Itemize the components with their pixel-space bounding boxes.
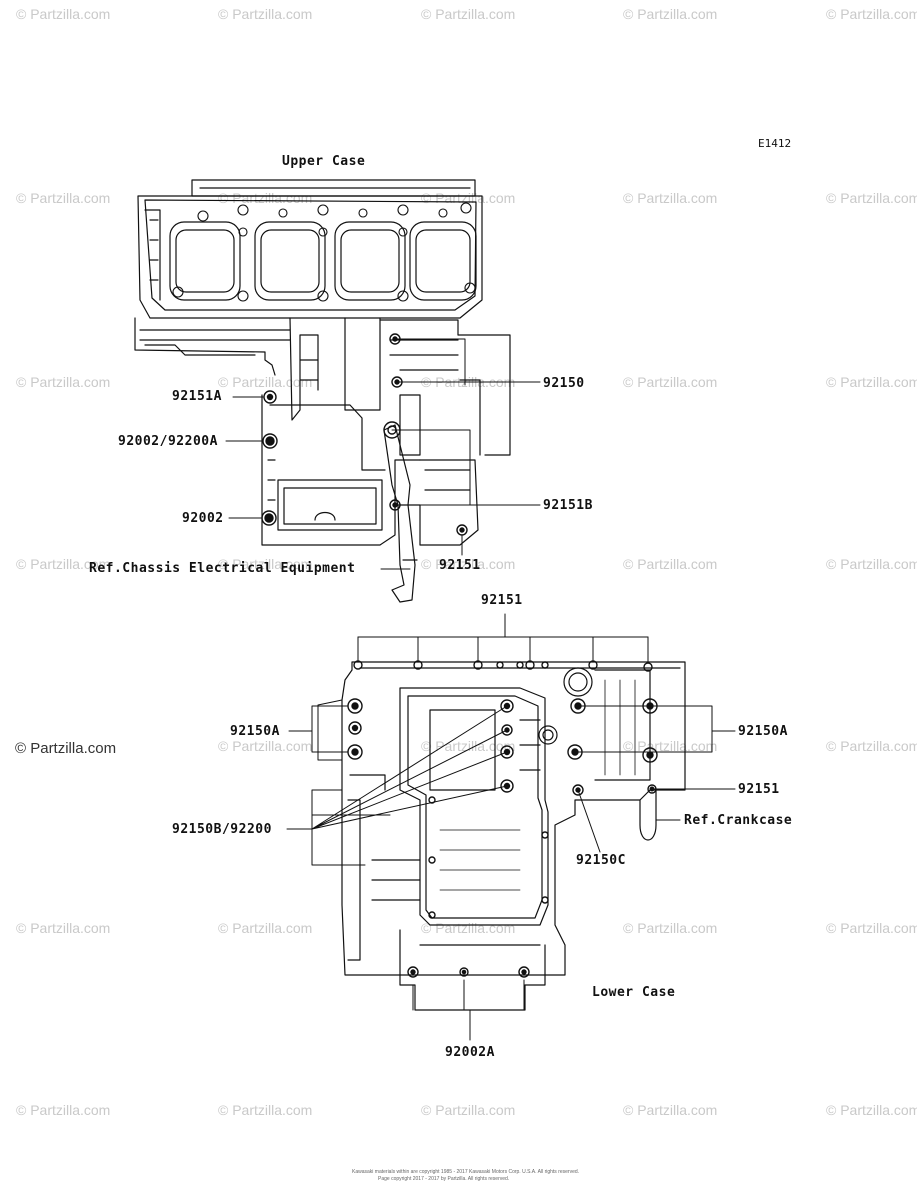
watermark-main: © Partzilla.com xyxy=(15,740,117,757)
callout-92150c[interactable]: 92150C xyxy=(576,853,626,868)
upper-case-drawing xyxy=(134,179,541,603)
watermark-text: © Partzilla.com xyxy=(421,738,516,754)
watermark-text: © Partzilla.com xyxy=(421,556,516,572)
watermark-text: © Partzilla.com xyxy=(826,374,917,390)
watermark-text: © Partzilla.com xyxy=(826,1102,917,1118)
watermark-text: © Partzilla.com xyxy=(421,920,516,936)
watermark-text: © Partzilla.com xyxy=(218,738,313,754)
lower-case-drawing xyxy=(286,613,736,1041)
watermark-text: © Partzilla.com xyxy=(623,738,718,754)
watermark-text: © Partzilla.com xyxy=(623,1102,718,1118)
callout-92151[interactable]: 92151 xyxy=(439,558,481,573)
callout-92150a-left[interactable]: 92150A xyxy=(230,724,280,739)
watermark-text: © Partzilla.com xyxy=(218,374,313,390)
watermark-text: © Partzilla.com xyxy=(826,6,917,22)
watermark-text: © Partzilla.com xyxy=(826,556,917,572)
watermark-text: © Partzilla.com xyxy=(16,556,111,572)
watermark-text: © Partzilla.com xyxy=(16,190,111,206)
lower-case-title: Lower Case xyxy=(592,985,676,1000)
watermark-text: © Partzilla.com xyxy=(623,6,718,22)
watermark-text: © Partzilla.com xyxy=(421,1102,516,1118)
watermark-text: © Partzilla.com xyxy=(16,374,111,390)
watermark-text: © Partzilla.com xyxy=(218,920,313,936)
watermark-text: © Partzilla.com xyxy=(623,556,718,572)
watermark-text: © Partzilla.com xyxy=(826,190,917,206)
watermark-text: © Partzilla.com xyxy=(218,1102,313,1118)
ref-crankcase-link[interactable]: Ref.Crankcase xyxy=(684,813,793,828)
callout-92151-right[interactable]: 92151 xyxy=(738,782,780,797)
callout-92150a-right[interactable]: 92150A xyxy=(738,724,788,739)
callout-92002-92200a[interactable]: 92002/92200A xyxy=(118,434,218,449)
callout-92151a[interactable]: 92151A xyxy=(172,389,222,404)
diagram-code: E1412 xyxy=(758,137,792,150)
watermark-text: © Partzilla.com xyxy=(16,920,111,936)
callout-92150b-92200[interactable]: 92150B/92200 xyxy=(172,822,272,837)
copyright-footer-2: Page copyright 2017 - 2017 by Partzilla.… xyxy=(378,1176,510,1182)
watermark-text: © Partzilla.com xyxy=(16,1102,111,1118)
watermark-text: © Partzilla.com xyxy=(218,6,313,22)
watermark-text: © Partzilla.com xyxy=(826,920,917,936)
upper-case-title: Upper Case xyxy=(282,154,366,169)
watermark-text: © Partzilla.com xyxy=(826,738,917,754)
watermark-text: © Partzilla.com xyxy=(421,6,516,22)
watermark-text: © Partzilla.com xyxy=(16,6,111,22)
copyright-footer: Kawasaki materials within are copyright … xyxy=(352,1169,580,1175)
callout-92150[interactable]: 92150 xyxy=(543,376,585,391)
callout-92002[interactable]: 92002 xyxy=(182,511,224,526)
watermark-text: © Partzilla.com xyxy=(623,374,718,390)
watermark-text: © Partzilla.com xyxy=(623,920,718,936)
watermark-text: © Partzilla.com xyxy=(218,190,313,206)
watermark-text: © Partzilla.com xyxy=(623,190,718,206)
watermark-text: © Partzilla.com xyxy=(218,556,313,572)
callout-92151b[interactable]: 92151B xyxy=(543,498,593,513)
ref-chassis-electrical-link[interactable]: Ref.Chassis Electrical Equipment xyxy=(89,561,356,576)
callout-92002a[interactable]: 92002A xyxy=(445,1045,495,1060)
callout-92151-top[interactable]: 92151 xyxy=(481,593,523,608)
